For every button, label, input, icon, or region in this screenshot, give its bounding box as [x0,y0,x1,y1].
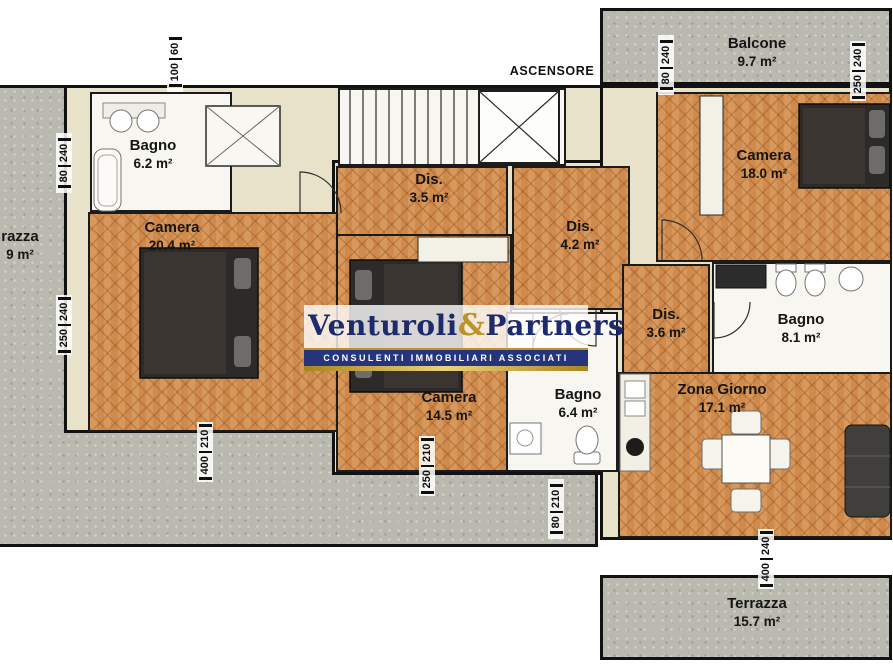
room-label-camera-18-0: Camera 18.0 m² [704,147,824,183]
room-area: 8.1 m² [781,329,821,345]
dim-value: 80 [58,170,70,183]
dim-separator [57,165,71,168]
watermark-brand: Venturoli&Partners [304,305,624,348]
dimension-100-60: 100 60 [167,32,183,92]
dim-value: 80 [550,516,562,529]
room-area: 9.7 m² [737,53,777,69]
room-label-camera-14-5: Camera 14.5 m² [389,389,509,425]
dim-separator [198,451,212,453]
room-area: 17.1 m² [698,399,746,415]
room-name: Camera [736,147,792,164]
room-name: Camera [144,219,200,236]
room-name: razza [1,228,39,245]
dim-value: 240 [58,143,70,163]
watermark-brand-right: Partners [485,309,625,342]
room-label-balcone: Balcone 9.7 m² [697,35,817,71]
room-label-dis-3-6: Dis. 3.6 m² [606,306,726,342]
watermark-tagline: CONSULENTI IMMOBILIARI ASSOCIATI [304,348,588,366]
room-name: Camera [421,389,477,406]
dim-separator [759,558,773,560]
dim-value: 210 [550,489,562,509]
wall-line [0,85,66,88]
dim-separator [851,70,865,72]
room-label-dis-3-5: Dis. 3.5 m² [369,171,489,207]
room-dis-3-5 [336,166,508,236]
room-name: Bagno [129,137,177,154]
room-name: Terrazza [727,595,787,612]
room-area: 3.6 m² [646,324,686,340]
room-staircase-elevator [338,88,566,166]
room-area: 4.2 m² [560,236,600,252]
room-name: Dis. [652,306,680,323]
dim-value: 400 [760,563,772,582]
watermark-ampersand: & [457,308,486,343]
dim-value: 240 [58,302,70,321]
room-area: 9 m² [6,246,34,262]
dimension-80-240-balcony: 80 240 [658,35,674,95]
dim-value: 240 [760,536,772,555]
room-area: 6.4 m² [558,404,598,420]
dim-value: 250 [58,329,70,348]
dim-value: 400 [199,456,211,475]
room-label-zona-giorno: Zona Giorno 17.1 m² [647,381,797,417]
dim-separator [57,324,71,326]
room-label-camera-20-4: Camera 20.4 m² [112,219,232,255]
room-label-terrazza: Terrazza 15.7 m² [697,595,817,631]
dim-value: 240 [660,45,672,65]
room-area: 6.2 m² [133,155,173,171]
dim-value: 210 [199,429,211,448]
watermark-gold-bar [304,366,588,371]
room-dis-4-2 [512,166,630,310]
room-area: 20.4 m² [148,237,196,253]
balcony [600,8,892,85]
dim-value: 60 [169,42,181,55]
dim-value: 250 [421,470,433,489]
room-label-bagno-6-4: Bagno 6.4 m² [518,386,638,422]
room-label-dis-4-2: Dis. 4.2 m² [520,218,640,254]
watermark-brand-left: Venturoli [308,309,458,342]
room-area: 15.7 m² [733,613,781,629]
dimension-80-210: 80 210 [548,479,564,539]
room-area: 14.5 m² [425,407,473,423]
dim-value: 100 [169,62,181,82]
room-name: Balcone [727,35,787,52]
room-name: Dis. [415,171,443,188]
dim-value: 240 [852,48,864,67]
terrace-bottom-right [600,575,892,660]
room-label-terrazza-left-cut: razza 9 m² [0,228,50,264]
watermark: Venturoli&Partners CONSULENTI IMMOBILIAR… [304,305,624,371]
terrace-bottom-left [0,430,350,547]
dim-separator [168,57,182,60]
room-name: Zona Giorno [677,381,767,398]
room-area: 18.0 m² [740,165,788,181]
dim-value: 250 [852,75,864,94]
dim-separator [659,67,673,70]
ascensore-label: ASCENSORE [509,64,595,78]
room-name: Bagno [777,311,825,328]
dim-value: 80 [660,72,672,85]
room-name: Bagno [554,386,602,403]
dimension-80-240-left: 80 240 [56,133,72,193]
dim-value: 210 [421,443,433,462]
wall-line [595,470,598,547]
room-area: 3.5 m² [409,189,449,205]
dim-separator [420,465,434,467]
room-name: Dis. [566,218,594,235]
dim-separator [549,511,563,514]
room-label-bagno-6-2: Bagno 6.2 m² [93,137,213,173]
room-label-bagno-8-1: Bagno 8.1 m² [741,311,861,347]
wall-line [0,544,598,547]
